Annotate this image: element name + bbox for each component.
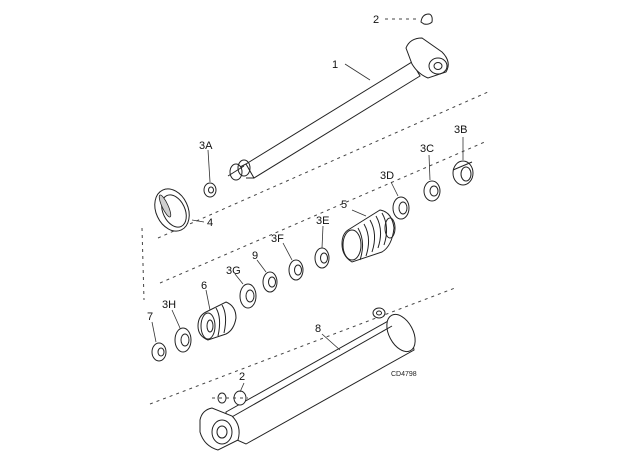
- callout-6: 6: [201, 280, 207, 292]
- callout-9: 9: [252, 250, 258, 262]
- callout-4: 4: [207, 217, 213, 229]
- ring-part-3f: [288, 259, 304, 281]
- ring-part-3h: [174, 327, 192, 353]
- callout-2-bottom: 2: [239, 371, 245, 383]
- pin-part-2-top: [385, 13, 433, 25]
- gland-part-6: [197, 301, 237, 341]
- ring-part-3e: [314, 247, 330, 269]
- callout-3h: 3H: [162, 299, 176, 311]
- callout-3a: 3A: [199, 140, 213, 152]
- separator-line-lower: [149, 287, 456, 405]
- callout-3c: 3C: [420, 143, 434, 155]
- ring-part-3c: [423, 180, 441, 202]
- nut-part-3a: [203, 182, 217, 198]
- cap-part-3b: [452, 160, 474, 186]
- separator-lines: [141, 91, 489, 405]
- callout-3g: 3G: [226, 265, 241, 277]
- callout-3e: 3E: [316, 215, 329, 227]
- cylinder-barrel-part-8: [199, 307, 416, 451]
- pin-part-2-bottom: [212, 390, 248, 406]
- piston-part-5: [341, 209, 396, 263]
- callout-5: 5: [341, 199, 347, 211]
- nut-part-7: [151, 342, 167, 362]
- ring-part-3g: [239, 283, 257, 309]
- callout-labels: 1 2 3A 3B 3C 3D 3E 3F 3G 3H 4 5 6 7 8 9 …: [147, 14, 467, 383]
- callout-8: 8: [315, 323, 321, 335]
- separator-line-vertical: [141, 227, 145, 301]
- callout-1: 1: [332, 59, 338, 71]
- callout-2-top: 2: [373, 14, 379, 26]
- callout-3f: 3F: [271, 233, 284, 245]
- ring-part-4: [154, 188, 190, 232]
- callout-3b: 3B: [454, 124, 467, 136]
- drawing-code: CD4798: [391, 371, 417, 378]
- callout-3d: 3D: [380, 170, 394, 182]
- piston-rod-part-1: [227, 37, 449, 181]
- leader-lines: [151, 63, 464, 393]
- callout-7: 7: [147, 311, 153, 323]
- ring-part-9: [262, 271, 278, 293]
- ring-part-3d: [392, 196, 410, 220]
